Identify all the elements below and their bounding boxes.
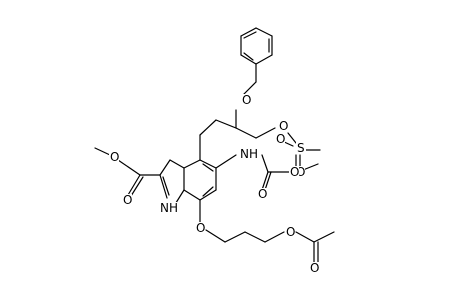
- mesyl-bridge-oxygen-label-bg: [278, 120, 288, 132]
- carbamate-n-bond: [215, 154, 237, 169]
- propoxy-bond: [205, 229, 226, 243]
- mesyl-oxygen-label-bg: [275, 133, 285, 145]
- ester-carbonyl-bond: [127, 174, 141, 196]
- pyrrole-double-bond: [162, 176, 170, 196]
- mesyl-oxygen-label-bg: [295, 166, 305, 178]
- benzyl-ring-bond: [240, 27, 257, 37]
- aromatic-bond: [199, 189, 217, 201]
- ester-o-bond: [117, 159, 141, 176]
- ring-ether-oxygen-label-bg: [241, 94, 251, 106]
- aromatic-bond: [183, 189, 201, 201]
- pyrrole-bond: [159, 159, 171, 176]
- acetate-bond: [295, 231, 315, 243]
- carbamate-c-bond: [261, 154, 269, 173]
- ester-carbonyl-double-bond: [130, 176, 144, 197]
- ester-oxygen-label: O: [109, 150, 119, 164]
- ring-ether-oxygen-label-text: O: [242, 93, 251, 107]
- amide-nh-label: NH: [239, 147, 258, 161]
- carbamate-oxygen-label-bg: [289, 166, 299, 178]
- bond-layer: [94, 27, 335, 263]
- carbamate-carbonyl-bond: [261, 171, 269, 191]
- ester-methyl-bond: [94, 147, 111, 156]
- aromatic-double-bond: [202, 163, 214, 172]
- carbamate-carbonyl-oxygen-label: O: [257, 187, 267, 201]
- benzyl-ring-bond: [240, 54, 257, 65]
- carbamate-oxygen-label-text: O: [290, 165, 299, 179]
- indole-nh-label: NH: [159, 201, 178, 215]
- benzyl-o-bond: [241, 81, 257, 97]
- ester-oxygen-label-text: O: [110, 150, 119, 164]
- acetate-oxygen-label-text: O: [286, 225, 295, 239]
- benzyl-ring-bond: [255, 54, 273, 65]
- chain-bond: [255, 127, 276, 139]
- mesyl-oxygen-label-text: O: [276, 132, 285, 146]
- indole-nh-label-bg: [159, 202, 177, 214]
- aromatic-bond: [183, 159, 201, 169]
- benzyl-ring-bond: [255, 27, 273, 37]
- chain-bond: [215, 119, 237, 129]
- ring-ether-oxygen-label: O: [241, 93, 251, 107]
- carbamate-carbonyl-double-bond: [264, 171, 272, 191]
- acetate-carbonyl-oxygen-label-text: O: [310, 261, 319, 275]
- mesyl-oxygen-label-text: O: [296, 165, 305, 179]
- carbamate-oxygen-label: O: [289, 165, 299, 179]
- aryl-ether-oxygen-label-text: O: [196, 221, 205, 235]
- aromatic-double-bond: [202, 186, 214, 197]
- amide-nh-label-text: NH: [240, 147, 258, 161]
- mesyl-bridge-oxygen-label-text: O: [279, 119, 288, 133]
- acetate-carbonyl-oxygen-label: O: [309, 261, 319, 275]
- sulfur-label-bg: [296, 142, 306, 154]
- propoxy-bond: [244, 231, 266, 243]
- carbamate-carbonyl-oxygen-label-text: O: [258, 187, 267, 201]
- acetate-carbonyl-oxygen-label-bg: [309, 262, 319, 274]
- pyrrole-bond: [159, 174, 168, 199]
- mesyl-oxygen-label: O: [275, 132, 285, 146]
- amide-nh-label-bg: [239, 148, 257, 160]
- aryl-ether-oxygen-label-bg: [195, 222, 205, 234]
- propoxy-bond: [264, 231, 285, 243]
- acetate-oxygen-label: O: [285, 225, 295, 239]
- benzyl-ring-double-bond: [243, 31, 257, 39]
- acetate-oxygen-label-bg: [285, 226, 295, 238]
- sulfur-label: S: [296, 141, 306, 155]
- propoxy-bond: [224, 231, 246, 243]
- ester-oxygen-label-bg: [109, 151, 119, 163]
- chain-bond: [235, 127, 257, 139]
- aromatic-bond: [199, 159, 217, 169]
- mesyl-bridge-oxygen-label: O: [278, 119, 288, 133]
- indole-nh-label-text: NH: [160, 201, 178, 215]
- ms-bond: [287, 132, 297, 144]
- pyrrole-bond: [169, 159, 185, 169]
- mesyl-oxygen-label: O: [295, 165, 305, 179]
- benzyl-ring-double-bond: [243, 52, 254, 61]
- ester-carbonyl-oxygen-label-bg: [122, 194, 132, 206]
- sulfur-label-text: S: [297, 141, 305, 155]
- aryl-ether-oxygen-label: O: [195, 221, 205, 235]
- ester-carbonyl-oxygen-label-text: O: [123, 193, 132, 207]
- ring-attach-bond: [199, 119, 217, 136]
- acetate-methyl-bond: [313, 231, 335, 243]
- carbamate-carbonyl-oxygen-label-bg: [257, 188, 267, 200]
- ester-carbonyl-oxygen-label: O: [122, 193, 132, 207]
